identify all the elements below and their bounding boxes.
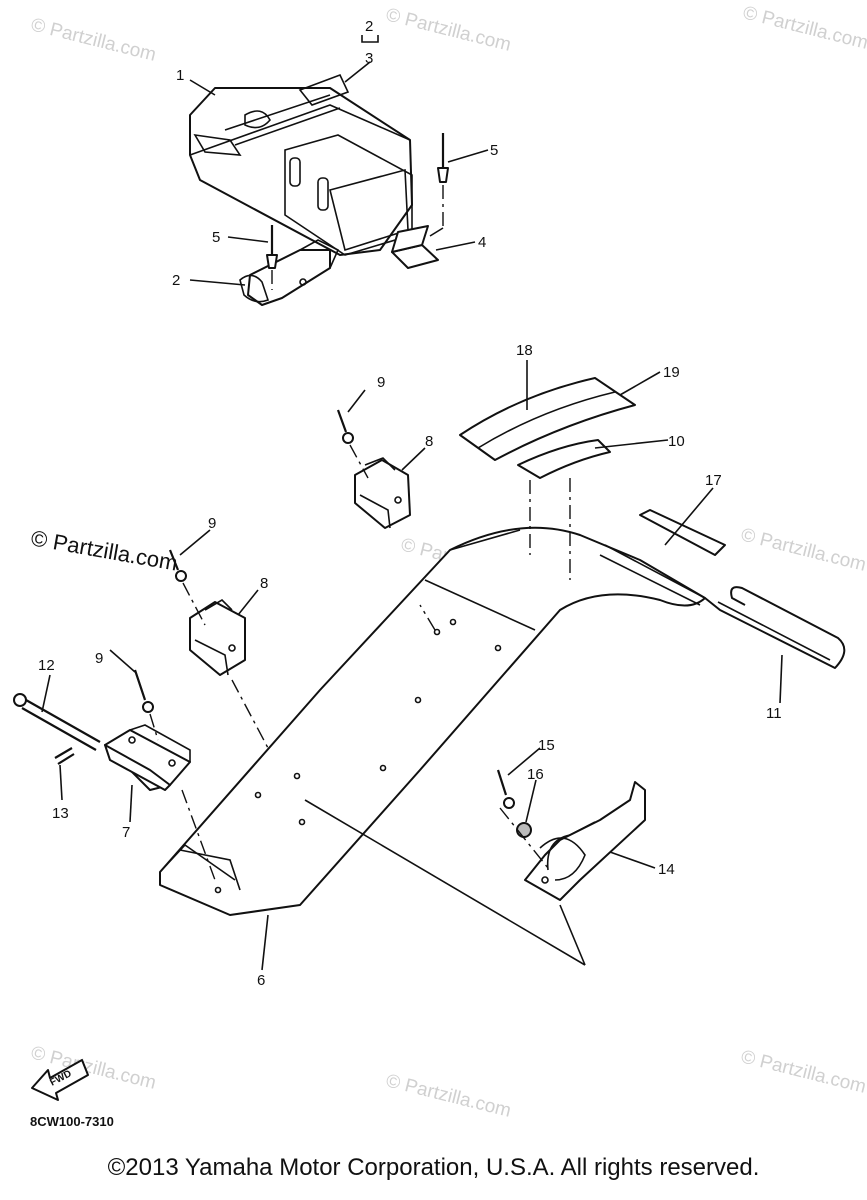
part-2-bracket xyxy=(239,239,340,306)
callout-7: 7 xyxy=(122,824,130,841)
copyright-notice: ©2013 Yamaha Motor Corporation, U.S.A. A… xyxy=(107,1154,760,1181)
part-15-screw xyxy=(496,769,515,809)
callout-8: 8 xyxy=(260,575,268,592)
part-17-trim-strip xyxy=(599,509,726,606)
callout-labels: 1 2 3 2 4 5 5 6 7 8 8 9 9 9 10 11 12 13 … xyxy=(38,18,782,989)
watermark: © Partzilla.com xyxy=(384,4,513,55)
part-13-cotter-pin xyxy=(54,747,75,765)
decal-placement-lines xyxy=(529,478,571,580)
part-7-hinge xyxy=(104,724,191,791)
watermark: © Partzilla.com xyxy=(29,14,158,65)
part-12-hinge-pin xyxy=(13,693,101,751)
callout-2: 2 xyxy=(365,18,373,35)
callout-6: 6 xyxy=(257,972,265,989)
part-8-bracket-lower xyxy=(189,598,246,676)
forward-direction-arrow: FWD xyxy=(31,1059,89,1101)
part-9-screw-middle xyxy=(168,549,206,626)
callout-9: 9 xyxy=(208,515,216,532)
callout-2: 2 xyxy=(172,272,180,289)
watermark: © Partzilla.com xyxy=(741,2,867,53)
diagram-code: 8CW100-7310 xyxy=(30,1114,114,1129)
callout-5: 5 xyxy=(212,229,220,246)
watermark: © Partzilla.com xyxy=(384,1070,513,1121)
callout-10: 10 xyxy=(668,433,685,450)
callout-17: 17 xyxy=(705,472,722,489)
leader-lines xyxy=(41,79,783,971)
callout-5: 5 xyxy=(490,142,498,159)
callout-16: 16 xyxy=(527,766,544,783)
callout-14: 14 xyxy=(658,861,675,878)
watermark: © Partzilla.com xyxy=(739,1046,867,1097)
callout-3: 3 xyxy=(365,50,373,67)
callout-4: 4 xyxy=(478,234,486,251)
callout-9: 9 xyxy=(377,374,385,391)
callout-11: 11 xyxy=(766,705,782,722)
callout-18: 18 xyxy=(516,342,533,359)
part-4-clip xyxy=(391,225,439,269)
callout-1: 1 xyxy=(176,67,184,84)
part-16-washer xyxy=(516,822,532,838)
part-9-screw-upper xyxy=(336,409,369,479)
part-9-screw-lower xyxy=(133,669,159,741)
fender-bolt-lines xyxy=(181,604,586,966)
callout-bracket-2-3 xyxy=(344,35,379,83)
part-5-screw-lower xyxy=(266,225,278,290)
callout-8: 8 xyxy=(425,433,433,450)
callout-13: 13 xyxy=(52,805,69,822)
callout-9: 9 xyxy=(95,650,103,667)
callout-15: 15 xyxy=(538,737,555,754)
part-8-bracket-upper xyxy=(354,457,411,529)
watermark-dark: © Partzilla.com xyxy=(29,525,179,575)
callout-12: 12 xyxy=(38,657,55,674)
part-1-seat xyxy=(189,73,413,256)
part-6-rear-fender xyxy=(159,526,706,916)
part-5-screw-upper xyxy=(429,133,449,237)
part-18-19-decal xyxy=(459,377,636,461)
part-10-decal xyxy=(517,439,611,479)
watermark: © Partzilla.com xyxy=(739,524,867,575)
callout-19: 19 xyxy=(663,364,680,381)
part-14-bracket xyxy=(524,781,646,901)
part-11-grab-handle xyxy=(704,586,846,669)
